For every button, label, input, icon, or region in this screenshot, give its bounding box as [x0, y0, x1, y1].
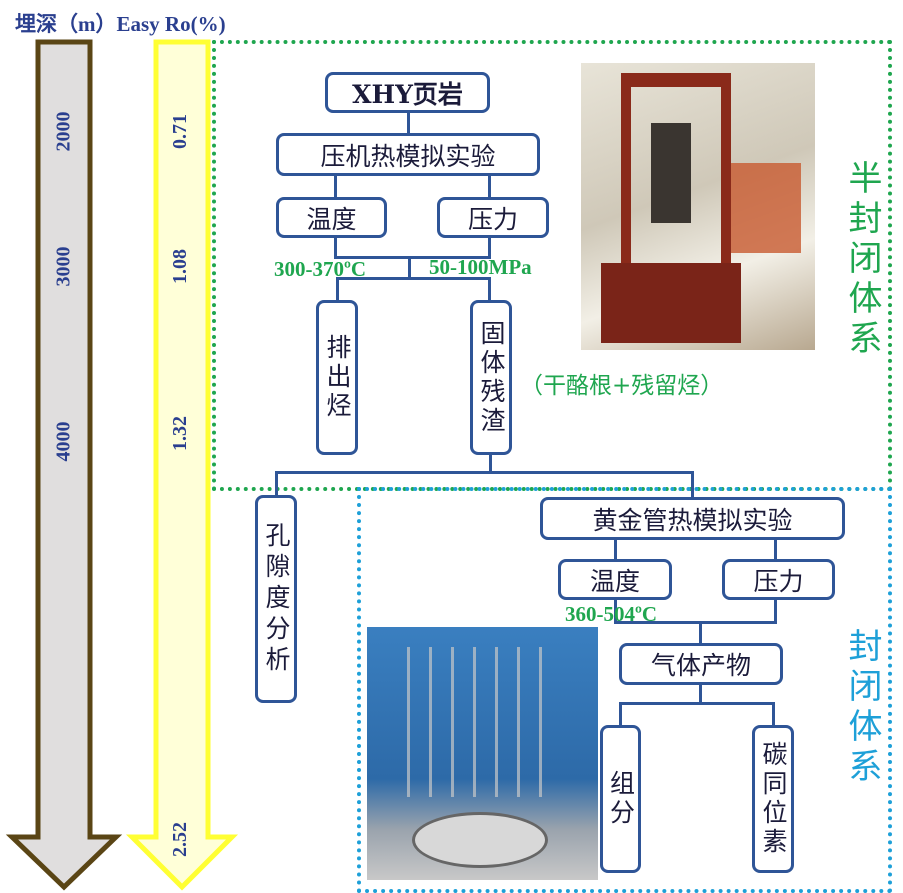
- closed-pressure-box: 压力: [722, 559, 835, 600]
- pressure-box: 压力: [437, 197, 549, 238]
- axis-titles: 埋深（m）Easy Ro(%): [15, 8, 226, 38]
- connector: [619, 702, 622, 725]
- depth-title: 埋深（m）: [15, 12, 117, 36]
- connector: [774, 600, 777, 622]
- connector: [275, 471, 278, 495]
- connector: [774, 540, 777, 559]
- closed-temp-range-label: 360-504ºC: [565, 602, 658, 626]
- connector: [614, 621, 777, 624]
- gas-products-box: 气体产物: [619, 643, 783, 685]
- closed-system-frame: [357, 487, 892, 893]
- depth-tick: 4000: [52, 421, 75, 462]
- pressure-range-label: 50-100MPa: [429, 255, 532, 279]
- closed-temperature-box: 温度: [558, 559, 672, 600]
- connector: [699, 621, 702, 643]
- connector: [614, 600, 617, 622]
- gold-tube-experiment-box: 黄金管热模拟实验: [540, 497, 845, 540]
- connector: [614, 540, 617, 559]
- press-apparatus-photo: [581, 63, 815, 350]
- connector: [334, 176, 337, 197]
- connector: [489, 455, 492, 473]
- connector: [336, 277, 339, 300]
- expelled-hydrocarbon-box: 排出烃: [316, 300, 358, 455]
- temperature-box: 温度: [276, 197, 387, 238]
- connector: [334, 238, 337, 258]
- composition-box: 组分: [600, 725, 641, 873]
- semi-closed-system-label: 半封闭体系: [842, 160, 882, 360]
- connector: [275, 471, 694, 474]
- connector: [488, 277, 491, 300]
- depth-tick: 2000: [52, 111, 75, 152]
- porosity-analysis-box: 孔隙度分析: [255, 495, 297, 703]
- solid-residue-box: 固体残渣: [470, 300, 512, 455]
- ro-arrow: [125, 39, 239, 891]
- ro-tick: 2.52: [169, 822, 191, 857]
- connector: [772, 702, 775, 725]
- temp-range-label: 300-370ºC: [274, 257, 367, 281]
- connector: [619, 702, 775, 705]
- carbon-isotope-box: 碳同位素: [752, 725, 794, 873]
- connector: [334, 256, 491, 259]
- connector: [691, 471, 694, 497]
- ro-title: Easy Ro(%): [116, 12, 226, 36]
- ro-tick: 1.08: [169, 249, 191, 284]
- residue-note: （干酪根+残留烃）: [520, 373, 724, 399]
- connector: [408, 256, 411, 278]
- connector: [488, 176, 491, 197]
- connector: [407, 113, 410, 133]
- connector: [336, 277, 491, 280]
- connector: [699, 685, 702, 703]
- gold-tube-apparatus-photo: [367, 627, 598, 880]
- depth-tick: 3000: [52, 246, 75, 287]
- closed-system-label: 封闭体系: [842, 628, 882, 788]
- arrows: [5, 39, 239, 891]
- ro-tick: 1.32: [169, 416, 191, 451]
- connector: [488, 238, 491, 258]
- sample-box: XHY页岩: [325, 72, 490, 113]
- depth-arrow: [5, 39, 123, 891]
- press-experiment-box: 压机热模拟实验: [276, 133, 540, 176]
- ro-tick: 0.71: [169, 114, 191, 149]
